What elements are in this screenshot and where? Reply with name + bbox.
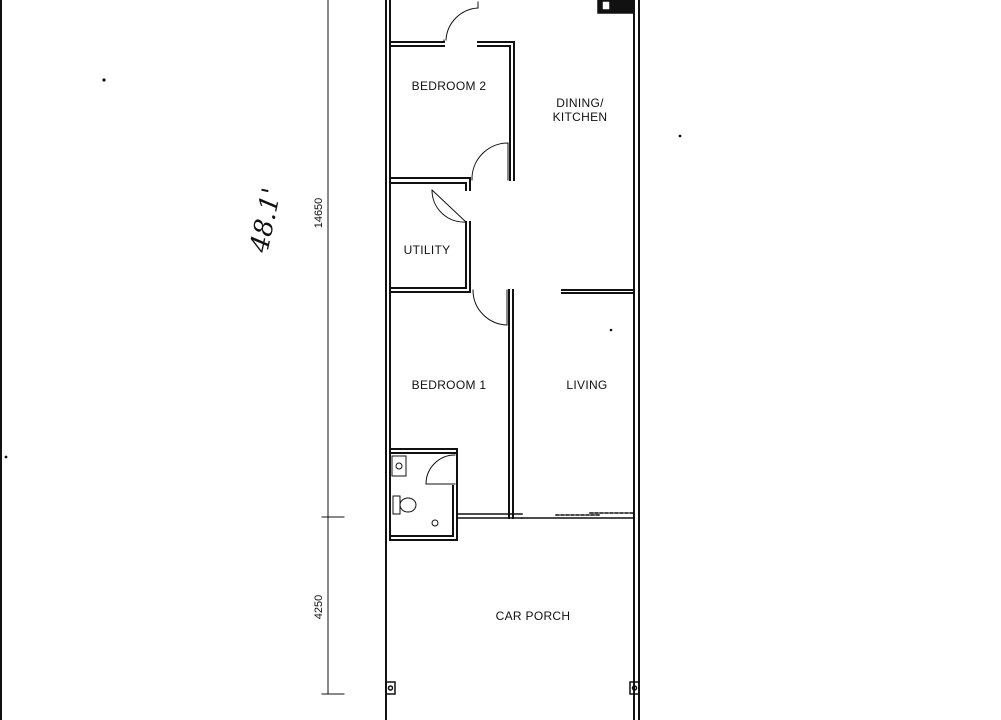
door-swing-icon [443,1,479,43]
room-label-dining-kitchen-2: KITCHEN [553,110,608,124]
dimension-porch-length: 4250 [313,595,325,619]
sink-icon [391,455,407,477]
door-swing-icon [472,289,508,326]
bedroom-1-walls [508,289,635,519]
front-wall [456,512,635,519]
bathroom-walls [389,448,458,541]
toilet-icon [392,495,417,515]
room-label-bedroom-1: BEDROOM 1 [412,378,487,392]
room-label-bedroom-2: BEDROOM 2 [412,79,487,93]
utility-walls [389,221,471,293]
dimension-line [321,0,345,695]
bedroom-2-walls [389,41,515,191]
door-swing-icon [471,142,509,181]
scan-specks [4,78,682,459]
column-icon [385,681,396,695]
room-label-living: LIVING [566,378,607,392]
door-swing-icon [425,454,456,485]
door-swing-icon [431,189,467,223]
room-label-utility: UTILITY [404,243,451,257]
dimension-house-length: 14650 [313,198,325,229]
room-label-car-porch: CAR PORCH [496,609,571,623]
stove-icon [597,0,635,14]
basin-icon [431,519,439,527]
column-icon [629,681,640,695]
handwritten-annotation: 48.1' [245,185,288,256]
room-label-dining-kitchen-1: DINING/ [556,96,604,110]
